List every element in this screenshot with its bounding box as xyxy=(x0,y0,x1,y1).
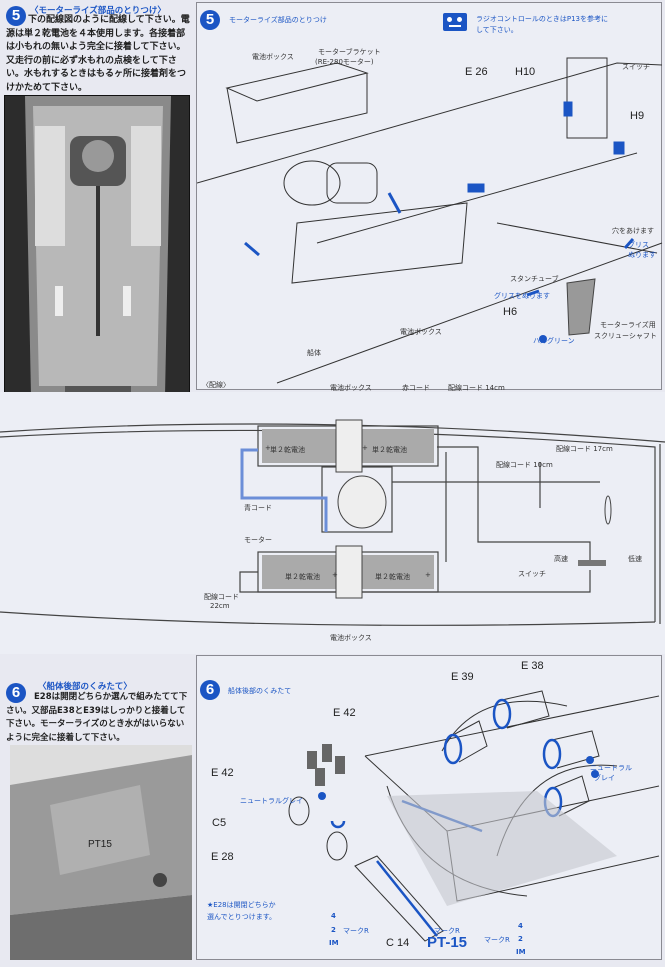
wiring-low-speed: 低速 xyxy=(628,555,642,563)
motorize-assembly-drawing xyxy=(197,57,663,384)
mark-2-right: 2 xyxy=(518,935,523,943)
label-screw-shaft-2: スクリューシャフト xyxy=(594,332,657,340)
step5-diagram-title: モーターライズ部品のとりつけ xyxy=(229,16,327,24)
part-h10: H10 xyxy=(515,66,536,78)
label-neutral-gray-right-1: ニュートラル xyxy=(590,764,632,772)
wiring-cord-14: 配線コード 14cm xyxy=(448,384,505,392)
battery-label: 単２乾電池 xyxy=(270,446,305,454)
battery-plus: + xyxy=(332,571,338,579)
part-h9: H9 xyxy=(630,110,645,122)
label-grease-2: ぬります xyxy=(628,251,656,259)
label-neutral-gray-right-2: グレイ xyxy=(594,774,615,782)
mark-4-left: 4 xyxy=(331,912,336,920)
wiring-cord-10: 配線コード 10cm xyxy=(496,461,553,469)
battery-plus: + xyxy=(362,444,368,452)
photo-drawing: PT15 xyxy=(10,755,192,960)
battery-label: 単２乾電池 xyxy=(375,573,410,581)
wiring-battery-box-top: 電池ボックス xyxy=(330,384,372,392)
label-grease-1: グリス xyxy=(628,241,649,249)
part-e38: E 38 xyxy=(521,660,544,672)
label-hull: 船体 xyxy=(307,349,321,357)
note-e28-line1: ★E28は開閉どちらか xyxy=(207,901,276,909)
battery-plus: + xyxy=(425,571,431,579)
battery-plus: + xyxy=(265,444,271,452)
label-motor-bracket: モーターブラケット xyxy=(318,48,381,56)
rc-note-line1: ラジオコントロールのときはP13を参考に xyxy=(476,15,608,23)
battery-label: 単２乾電池 xyxy=(372,446,407,454)
label-switch: スイッチ xyxy=(622,63,650,71)
wiring-red-cord: 赤コード xyxy=(402,384,430,392)
label-hull-green: ハルグリーン xyxy=(533,337,575,345)
mark-r-center: マークR xyxy=(434,927,460,935)
wiring-blue-cord: 青コード xyxy=(244,504,272,512)
mark-im-right: IM xyxy=(516,948,526,956)
wiring-cord-17: 配線コード 17cm xyxy=(556,445,613,453)
mark-2-left: 2 xyxy=(331,926,336,934)
hull-marking: PT15 xyxy=(88,839,112,850)
part-e42-left: E 42 xyxy=(211,767,234,779)
part-e39: E 39 xyxy=(451,671,474,683)
mark-r-right: マークR xyxy=(484,936,510,944)
part-e26: E 26 xyxy=(465,66,488,78)
hull-stern-photo: PT15 xyxy=(10,745,192,960)
battery-label: 単２乾電池 xyxy=(285,573,320,581)
part-c5: C5 xyxy=(212,817,227,829)
wiring-switch: スイッチ xyxy=(518,570,546,578)
label-screw-shaft-1: モーターライズ用 xyxy=(600,321,656,329)
step5-heading: 〈モーターライズ部品のとりつけ〉 xyxy=(30,6,166,16)
step5-diagram-badge: 5 xyxy=(200,10,220,30)
step5-instructions: 下の配線図のように配線して下さい。電源は単２乾電池を４本使用します。各接着部は小… xyxy=(6,15,190,93)
wiring-cord-22-length: 22cm xyxy=(210,602,230,610)
part-e28: E 28 xyxy=(211,851,234,863)
label-battery-box-bottom: 電池ボックス xyxy=(400,328,442,336)
step6-diagram-title: 船体後部のくみたて xyxy=(228,687,292,695)
part-c14: C 14 xyxy=(386,937,410,949)
step6-diagram-badge: 6 xyxy=(200,680,220,700)
label-battery-box: 電池ボックス xyxy=(252,53,294,61)
rc-note-line2: して下さい。 xyxy=(476,26,518,34)
wiring-motor: モーター xyxy=(244,536,272,544)
label-stern-tube: スタンチューブ xyxy=(510,275,559,283)
step6-diagram-panel xyxy=(196,655,662,960)
mark-4-right: 4 xyxy=(518,922,523,930)
label-grease-apply: グリスをぬります xyxy=(494,292,550,300)
stern-assembly-drawing xyxy=(288,690,660,942)
part-h6: H6 xyxy=(503,306,518,318)
step5-diagram-panel xyxy=(196,2,663,390)
wiring-drawing xyxy=(0,419,665,626)
pt15-decal: PT-15 xyxy=(427,934,468,951)
step6-number-badge: 6 xyxy=(6,683,26,703)
wiring-battery-box-bottom: 電池ボックス xyxy=(330,634,372,642)
step6-instructions: E28は開閉どちらか選んで組みたてて下さい。又部品E38とE39はしっかりと接着… xyxy=(6,692,188,743)
step6-heading: 〈船体後部のくみたて〉 xyxy=(38,682,132,692)
wiring-cord-22-label: 配線コード xyxy=(204,593,239,601)
note-e28-line2: 選んでとりつけます。 xyxy=(207,913,277,921)
radio-control-robot-icon xyxy=(443,13,467,31)
part-e42-top: E 42 xyxy=(333,707,356,719)
label-motor-model: (RE-280モーター) xyxy=(315,58,374,66)
label-drill-hole: 穴をあけます xyxy=(612,227,654,235)
mark-im-left: IM xyxy=(329,939,339,947)
step-number-badge: 5 xyxy=(6,6,26,26)
mark-r-left: マークR xyxy=(343,927,369,935)
wiring-diagram xyxy=(0,392,665,654)
hull-interior-photo xyxy=(4,95,190,416)
wiring-title: 〈配線〉 xyxy=(202,381,230,389)
label-neutral-gray: ニュートラルグレイ xyxy=(240,797,303,805)
photo-drawing xyxy=(25,96,171,416)
wiring-high-speed: 高速 xyxy=(554,555,568,563)
